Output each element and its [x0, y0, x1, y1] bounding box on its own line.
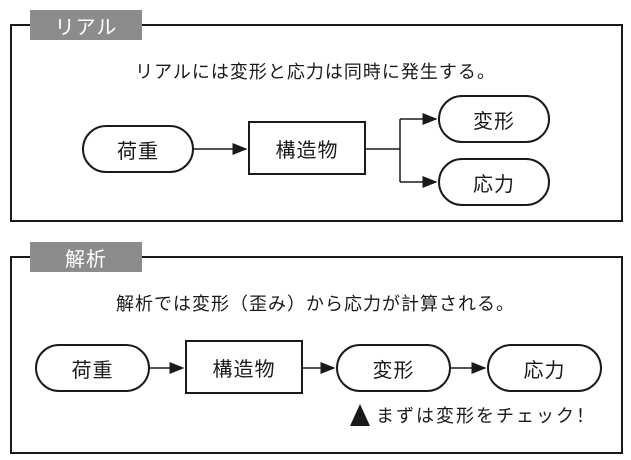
real-structure-node: 構造物: [248, 121, 366, 175]
analysis-load-node: 荷重: [35, 344, 150, 392]
real-tab: リアル: [30, 10, 142, 40]
real-deformation-node: 変形: [438, 95, 550, 143]
analysis-description: 解析では変形（歪み）から応力が計算される。: [116, 294, 515, 315]
analysis-deformation-node: 変形: [336, 344, 451, 392]
analysis-stress-node: 応力: [487, 344, 602, 392]
analysis-tab: 解析: [30, 242, 142, 272]
real-description: リアルには変形と応力は同時に発生する。: [135, 62, 496, 83]
check-note-text: まずは変形をチェック！: [376, 406, 596, 427]
analysis-structure-node: 構造物: [185, 340, 303, 394]
real-stress-node: 応力: [438, 158, 550, 206]
check-note: まずは変形をチェック！: [350, 402, 596, 428]
real-panel: [10, 24, 623, 222]
analysis-panel: [10, 256, 623, 454]
triangle-marker-icon: [350, 404, 370, 426]
real-load-node: 荷重: [82, 125, 194, 173]
